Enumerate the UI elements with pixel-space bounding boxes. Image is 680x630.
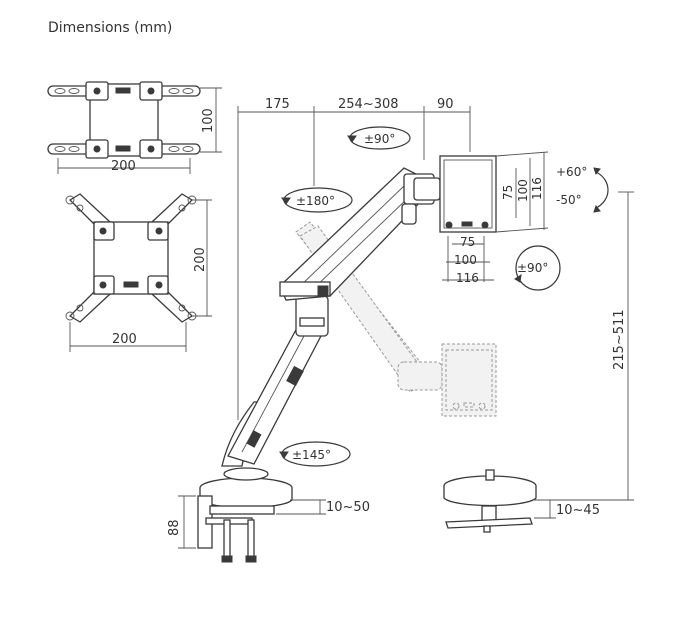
plate-height-100-label: 100 — [516, 179, 530, 202]
plate-width-75-label: 75 — [460, 235, 475, 249]
clamp-dimension-lines — [178, 495, 326, 549]
grommet-base — [443, 469, 537, 533]
desk-clamp-base — [197, 467, 293, 563]
plate-width-116-label: 116 — [456, 271, 479, 285]
reach-base-label: 175 — [265, 97, 290, 112]
plate-height-116-label: 116 — [530, 177, 544, 200]
swivel-base-label: ±145° — [292, 448, 331, 462]
reach-dimension-lines — [237, 106, 471, 420]
vesa-large-width-label: 200 — [112, 332, 137, 347]
tilt-callout — [593, 167, 609, 213]
grommet-range-label: 10~45 — [556, 503, 600, 518]
rotation-label: ±90° — [517, 261, 548, 275]
vesa-bracket-small — [47, 81, 222, 174]
vesa-plate — [439, 151, 549, 282]
vesa-small-width-label: 200 — [111, 159, 136, 174]
swivel-base-callout — [279, 441, 351, 467]
vesa-small-height-label: 100 — [201, 108, 216, 133]
height-range-label: 215~511 — [612, 309, 627, 370]
rotation-callout — [514, 245, 561, 291]
swivel-arm-label: ±180° — [296, 194, 335, 208]
monitor-arm — [221, 167, 441, 467]
diagram-title: Dimensions (mm) — [48, 20, 173, 36]
plate-width-100-label: 100 — [454, 253, 477, 267]
clamp-height-label: 88 — [167, 519, 182, 536]
vesa-large-height-label: 200 — [193, 247, 208, 272]
plate-height-75-label: 75 — [501, 185, 515, 200]
grommet-dimension-lines — [534, 499, 556, 519]
reach-head-label: 90 — [437, 97, 454, 112]
tilt-down-label: -50° — [556, 193, 582, 207]
reach-arm-label: 254~308 — [338, 97, 399, 112]
vesa-bracket-large — [65, 193, 212, 352]
swivel-top-callout — [347, 126, 411, 150]
swivel-arm-callout — [281, 187, 353, 213]
swivel-top-label: ±90° — [364, 132, 395, 146]
tilt-up-label: +60° — [556, 165, 587, 179]
clamp-range-label: 10~50 — [326, 500, 370, 515]
